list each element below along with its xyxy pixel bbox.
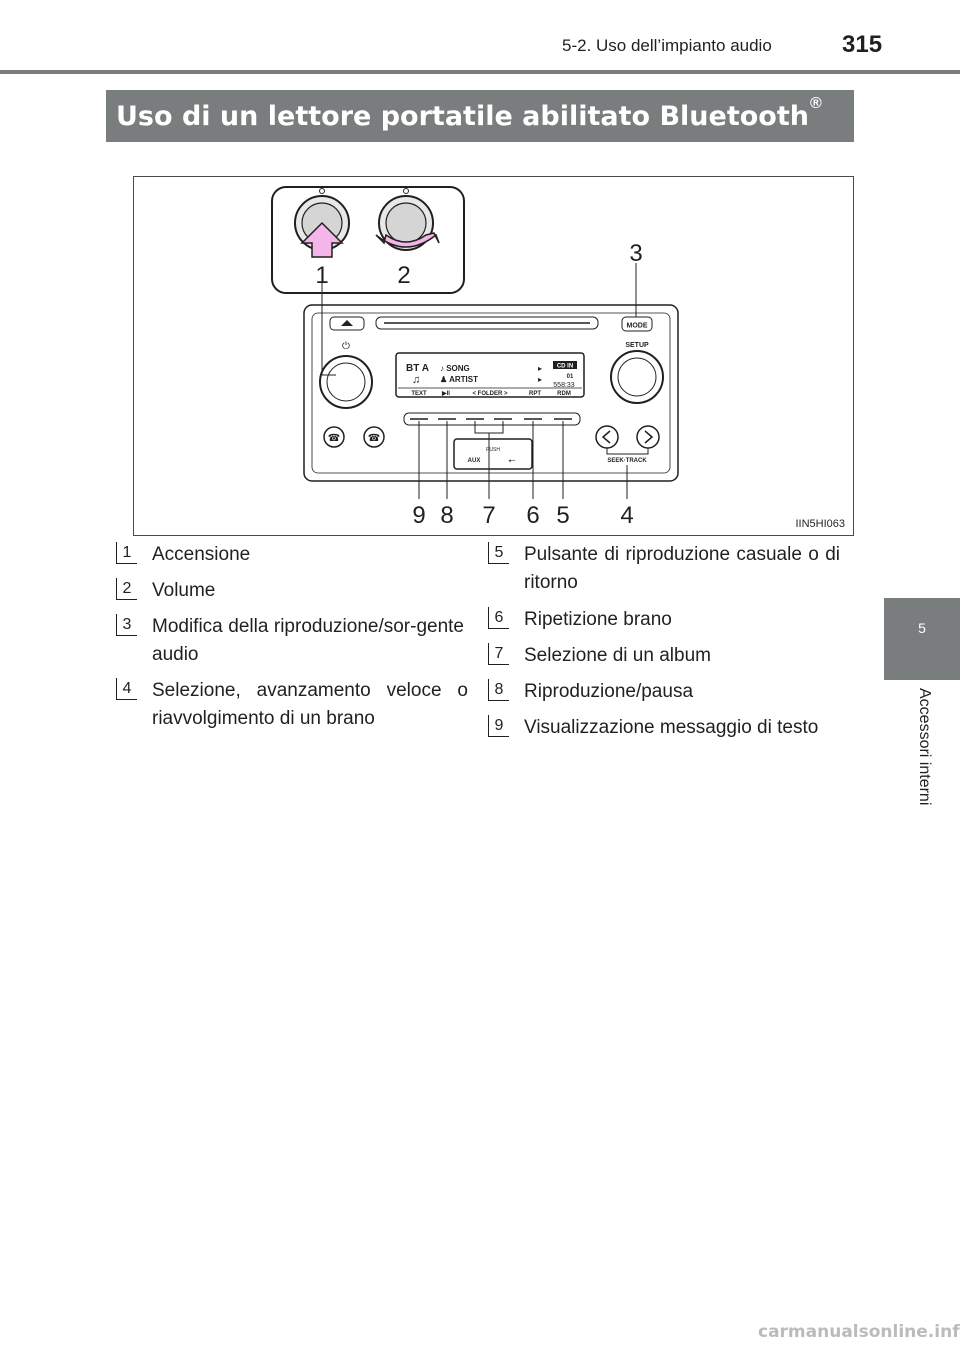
watermark: carmanualsonline.info [758, 1322, 960, 1342]
display-track: 01 [567, 374, 574, 380]
seek-back-button [595, 425, 619, 449]
push-label: PUSH [486, 447, 500, 453]
callout-2: 2 [397, 262, 410, 289]
figure-code: IIN5HI063 [795, 518, 845, 530]
legend-text: Visualizzazione messaggio di testo [524, 717, 819, 738]
header-rule [0, 70, 960, 74]
phone-hangup-button [363, 426, 385, 448]
chapter-tab: 5 [884, 598, 960, 680]
registered-mark: ® [809, 95, 822, 112]
svg-text:▸: ▸ [538, 375, 542, 384]
svg-text:☎: ☎ [368, 433, 380, 444]
legend-number: 8 [488, 679, 509, 701]
legend-text: Riproduzione/pausa [524, 681, 694, 702]
seek-track-label: SEEK·TRACK [607, 458, 647, 464]
legend-number: 7 [488, 643, 509, 665]
legend-number: 2 [116, 578, 137, 600]
svg-text:♫: ♫ [412, 374, 420, 386]
header-section-title: 5-2. Uso dell’impianto audio [562, 36, 772, 55]
rpt-button-label: RPT [529, 391, 541, 397]
display-time: 558:33 [553, 382, 575, 389]
text-button-label: TEXT [411, 391, 427, 397]
section-title-bar: Uso di un lettore portatile abilitato Bl… [106, 90, 854, 142]
audio-unit-figure: MODE ⏻ SETUP BT A ♪ SONG ♟ ARTIST ♫ ▸ ▸ … [133, 176, 854, 536]
legend-text: Selezione, avanzamento veloce o riavvolg… [152, 680, 468, 729]
chapter-label: Accessori interni [916, 688, 933, 806]
display-badge: CD IN [557, 364, 573, 370]
section-title: Uso di un lettore portatile abilitato Bl… [116, 100, 809, 132]
display-source: BT A [406, 363, 429, 374]
callout-8: 8 [440, 502, 453, 529]
aux-label: AUX [468, 458, 481, 464]
callout-4: 4 [620, 502, 633, 529]
push-arrow-icon [300, 221, 344, 258]
callout-5: 5 [556, 502, 569, 529]
play-button-label: ▶II [441, 390, 450, 397]
page-number: 315 [842, 31, 883, 58]
legend-number: 6 [488, 607, 509, 629]
legend-number: 5 [488, 542, 509, 564]
callout-1: 1 [315, 262, 328, 289]
legend-text: Pulsante di riproduzione casuale o di ri… [524, 544, 840, 593]
callout-3: 3 [629, 240, 642, 267]
display-artist: ♟ ARTIST [440, 375, 478, 384]
svg-text:☎: ☎ [328, 433, 340, 444]
svg-text:⏻: ⏻ [342, 341, 350, 352]
seek-forward-button [636, 425, 660, 449]
callout-6: 6 [526, 502, 539, 529]
legend-text: Ripetizione brano [524, 609, 672, 630]
setup-label: SETUP [625, 342, 649, 349]
mode-label: MODE [627, 323, 648, 330]
svg-text:▸: ▸ [538, 364, 542, 373]
legend-text: Accensione [152, 544, 251, 565]
usb-icon: ⭠ [508, 455, 515, 465]
legend-number: 3 [116, 614, 137, 636]
display-song: ♪ SONG [440, 364, 470, 373]
callout-9: 9 [412, 502, 425, 529]
audio-unit-illustration: MODE ⏻ SETUP BT A ♪ SONG ♟ ARTIST ♫ ▸ ▸ … [271, 186, 679, 529]
legend-text: Modifica della riproduzione/sor-gente au… [152, 616, 464, 665]
legend-number: 1 [116, 542, 137, 564]
rotate-arrow-icon [375, 232, 440, 248]
rdm-button-label: RDM [557, 391, 571, 397]
lcd-display [395, 352, 585, 398]
callout-7: 7 [482, 502, 495, 529]
folder-button-label: < FOLDER > [472, 391, 508, 397]
legend-number: 4 [116, 678, 137, 700]
mode-button [621, 316, 653, 332]
chapter-number: 5 [918, 620, 926, 636]
aux-usb-port [453, 438, 533, 470]
legend-text: Volume [152, 580, 216, 601]
legend-number: 9 [488, 715, 509, 737]
phone-pickup-button [323, 426, 345, 448]
legend-text: Selezione di un album [524, 645, 711, 666]
